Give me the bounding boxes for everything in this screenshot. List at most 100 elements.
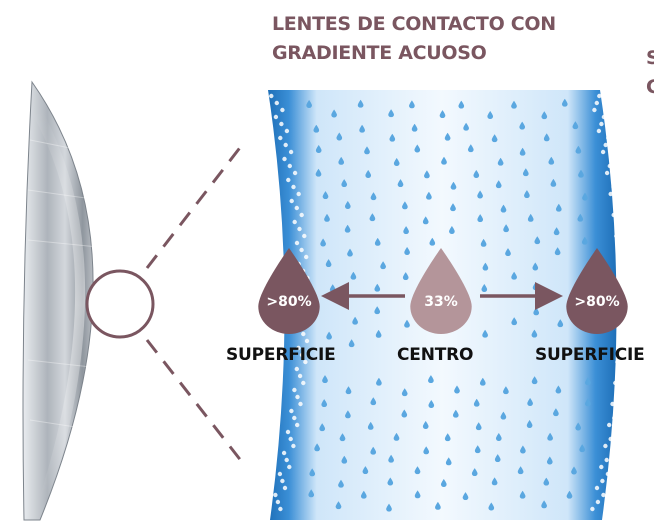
edge-bubble bbox=[615, 359, 620, 365]
edge-bubble bbox=[616, 338, 622, 344]
edge-bubble bbox=[611, 184, 616, 190]
diagram-title: LENTES DE CONTACTO CON GRADIENTE ACUOSO bbox=[272, 10, 556, 68]
edge-bubble bbox=[600, 149, 606, 155]
edge-bubble bbox=[609, 450, 615, 456]
edge-bubble bbox=[273, 492, 278, 498]
edge-bubble bbox=[607, 422, 612, 428]
edge-bubble bbox=[298, 401, 303, 407]
edge-bubble bbox=[611, 212, 616, 218]
edge-bubble bbox=[613, 380, 618, 386]
edge-bubble bbox=[615, 394, 620, 400]
edge-bubble bbox=[619, 352, 625, 358]
edge-bubble bbox=[622, 240, 628, 246]
edge-bubble bbox=[614, 177, 619, 183]
drop-right-value: >80% bbox=[574, 294, 620, 310]
edge-bubble bbox=[594, 100, 599, 106]
edge-bubble bbox=[597, 93, 602, 99]
edge-bubble bbox=[281, 450, 287, 456]
edge-bubble bbox=[299, 352, 305, 358]
edge-bubble bbox=[606, 135, 611, 141]
edge-bubble bbox=[269, 93, 274, 99]
edge-bubble bbox=[275, 499, 281, 505]
edge-bubble bbox=[288, 149, 294, 155]
edge-bubble bbox=[287, 464, 292, 470]
edge-bubble bbox=[273, 114, 279, 120]
edge-bubble bbox=[294, 205, 299, 211]
edge-bubble bbox=[301, 331, 306, 337]
edge-bubble bbox=[601, 492, 606, 498]
edge-bubble bbox=[292, 415, 297, 421]
edge-bubble bbox=[280, 478, 285, 484]
title-line-2: GRADIENTE ACUOSO bbox=[272, 42, 487, 64]
edge-bubble bbox=[277, 471, 283, 477]
edge-bubble bbox=[278, 135, 283, 141]
edge-bubble bbox=[592, 107, 597, 113]
cropped-title-right: S C bbox=[646, 44, 654, 102]
edge-bubble bbox=[604, 457, 609, 463]
cropped-title-line-1: S bbox=[646, 47, 654, 69]
title-line-1: LENTES DE CONTACTO CON bbox=[272, 13, 556, 35]
edge-bubble bbox=[617, 373, 623, 379]
edge-bubble bbox=[610, 401, 615, 407]
edge-bubble bbox=[620, 268, 626, 274]
edge-bubble bbox=[617, 275, 622, 281]
edge-bubble bbox=[601, 114, 607, 120]
zoom-line-top bbox=[145, 144, 244, 269]
edge-bubble bbox=[599, 464, 604, 470]
edge-bubble bbox=[296, 191, 301, 197]
edge-bubble bbox=[621, 331, 626, 337]
edge-bubble bbox=[299, 212, 304, 218]
edge-bubble bbox=[625, 282, 630, 288]
edge-bubble bbox=[304, 338, 310, 344]
edge-bubble bbox=[608, 191, 613, 197]
edge-bubble bbox=[301, 380, 306, 386]
edge-bubble bbox=[625, 324, 630, 330]
edge-bubble bbox=[295, 422, 300, 428]
edge-bubble bbox=[620, 219, 625, 225]
edge-bubble bbox=[284, 128, 290, 134]
cropped-title-line-2: C bbox=[646, 76, 654, 98]
edge-bubble bbox=[279, 121, 284, 127]
edge-bubble bbox=[291, 443, 296, 449]
edge-bubble bbox=[603, 443, 608, 449]
edge-bubble bbox=[294, 240, 300, 246]
lens-profile bbox=[22, 80, 109, 521]
drop-left-value: >80% bbox=[266, 294, 312, 310]
edge-bubble bbox=[283, 142, 288, 148]
edge-bubble bbox=[296, 345, 301, 351]
edge-bubble bbox=[304, 254, 309, 260]
edge-bubble bbox=[590, 506, 595, 512]
edge-bubble bbox=[613, 429, 619, 435]
edge-bubble bbox=[600, 478, 605, 484]
edge-bubble bbox=[297, 226, 302, 232]
edge-bubble bbox=[617, 198, 622, 204]
edge-bubble bbox=[595, 499, 601, 505]
edge-bubble bbox=[302, 233, 307, 239]
edge-bubble bbox=[622, 366, 627, 372]
edge-bubble bbox=[607, 163, 612, 169]
edge-bubble bbox=[291, 184, 296, 190]
edge-bubble bbox=[297, 373, 303, 379]
edge-bubble bbox=[274, 100, 279, 106]
edge-bubble bbox=[284, 457, 289, 463]
edge-bubble bbox=[292, 387, 297, 393]
edge-bubble bbox=[596, 128, 602, 134]
edge-bubble bbox=[603, 142, 608, 148]
edge-bubble bbox=[614, 233, 619, 239]
edge-bubble bbox=[612, 415, 617, 421]
edge-bubble bbox=[287, 163, 292, 169]
edge-bubble bbox=[292, 170, 298, 176]
edge-bubble bbox=[286, 177, 291, 183]
edge-bubble bbox=[294, 366, 299, 372]
edge-bubble bbox=[292, 219, 297, 225]
label-surface-right: SUPERFICIE bbox=[535, 345, 645, 365]
edge-bubble bbox=[616, 254, 621, 260]
edge-bubble bbox=[610, 156, 615, 162]
edge-bubble bbox=[614, 205, 619, 211]
edge-bubble bbox=[285, 429, 291, 435]
label-center: CENTRO bbox=[397, 345, 474, 365]
edge-bubble bbox=[604, 170, 610, 176]
edge-bubble bbox=[617, 226, 622, 232]
zoom-circle bbox=[85, 269, 155, 339]
